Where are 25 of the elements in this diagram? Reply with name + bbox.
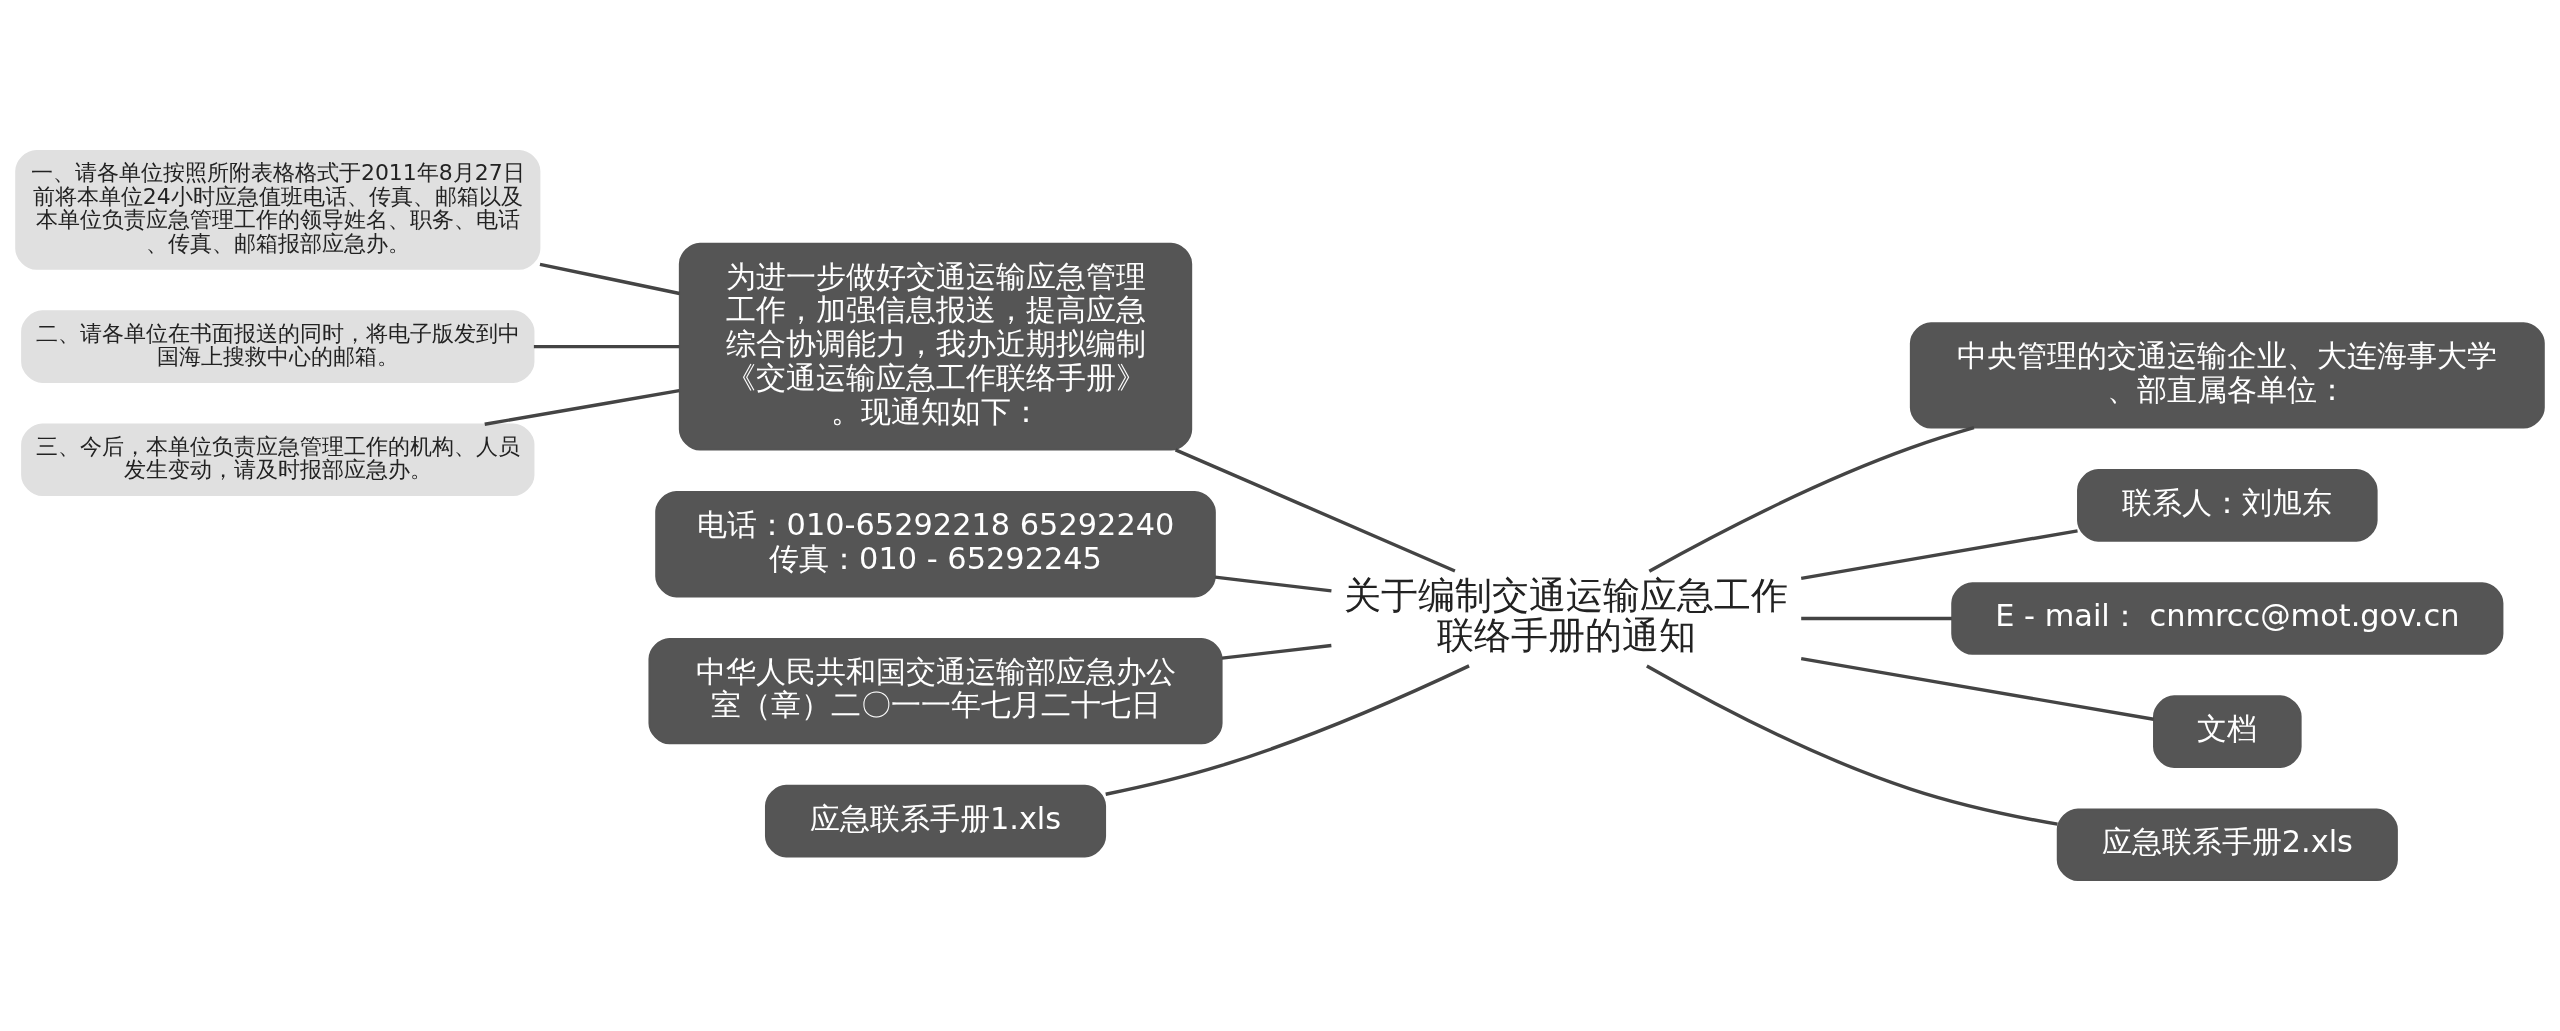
node-box: 二、请各单位在书面报送的同时，将电子版发到中国海上搜救中心的邮箱。 [21, 310, 535, 383]
connector [1800, 529, 2078, 581]
node-box: 为进一步做好交通运输应急管理工作，加强信息报送，提高应急综合协调能力，我办近期拟编制《交通运输应急工作联络手册》。现通知如下： [678, 242, 1193, 451]
connector [1646, 664, 2058, 826]
connector [484, 389, 680, 426]
connector [539, 262, 680, 296]
node-box: 应急联系手册2.xls [2056, 808, 2398, 882]
connector [1174, 448, 1456, 573]
connector [1105, 664, 1470, 796]
connector [1221, 643, 1332, 660]
connector [1648, 426, 1975, 573]
node-box: 三、今后，本单位负责应急管理工作的机构、人员发生变动，请及时报部应急办。 [21, 423, 535, 497]
connector [1801, 616, 1952, 621]
node-box: 中央管理的交通运输企业、大连海事大学、部直属各单位： [1909, 322, 2545, 429]
node-box: 中华人民共和国交通运输部应急办公室（章）二〇一一年七月二十七日 [648, 637, 1223, 745]
connector [1214, 575, 1332, 593]
node-box: E - mail： cnmrcc@mot.gov.cn [1951, 582, 2504, 655]
node-box: 一、请各单位按照所附表格格式于2011年8月27日前将本单位24小时应急值班电话、传真、邮箱以及本单位负责应急管理工作的领导姓名、职务、电话、传真、邮箱报部应急办。 [15, 149, 541, 270]
node-box: 应急联系手册1.xls [764, 784, 1107, 858]
node-text: 关于编制交通运输应急工作联络手册的通知 [1344, 573, 1789, 658]
node-box: 电话：010-65292218 65292240 传真：010 - 65292245 [655, 491, 1216, 598]
connector [533, 344, 680, 349]
node-box: 文档 [2153, 695, 2302, 768]
node-box: 联系人：刘旭东 [2077, 469, 2378, 542]
connector [1800, 656, 2154, 721]
